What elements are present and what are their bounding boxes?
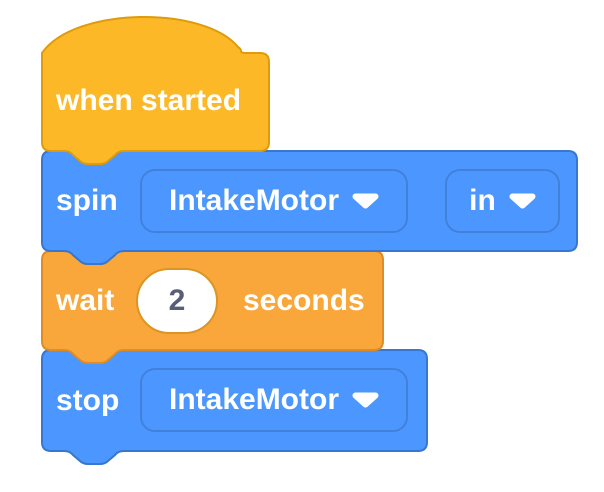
stop-motor-dropdown-value: IntakeMotor bbox=[168, 383, 339, 416]
stop-motor-dropdown[interactable]: IntakeMotor bbox=[140, 368, 408, 432]
spin-direction-dropdown[interactable]: in bbox=[445, 169, 560, 233]
wait-duration-input[interactable]: 2 bbox=[136, 268, 218, 334]
dropdown-caret-icon bbox=[352, 392, 379, 408]
dropdown-caret-icon bbox=[352, 193, 379, 209]
spin-motor-dropdown-value: IntakeMotor bbox=[168, 184, 339, 217]
wait-duration-value: 2 bbox=[168, 284, 186, 317]
spin-direction-dropdown-value: in bbox=[469, 184, 496, 217]
dropdown-caret-icon bbox=[509, 193, 536, 209]
spin-motor-dropdown[interactable]: IntakeMotor bbox=[140, 169, 408, 233]
when-started-block-shape[interactable] bbox=[41, 16, 270, 165]
